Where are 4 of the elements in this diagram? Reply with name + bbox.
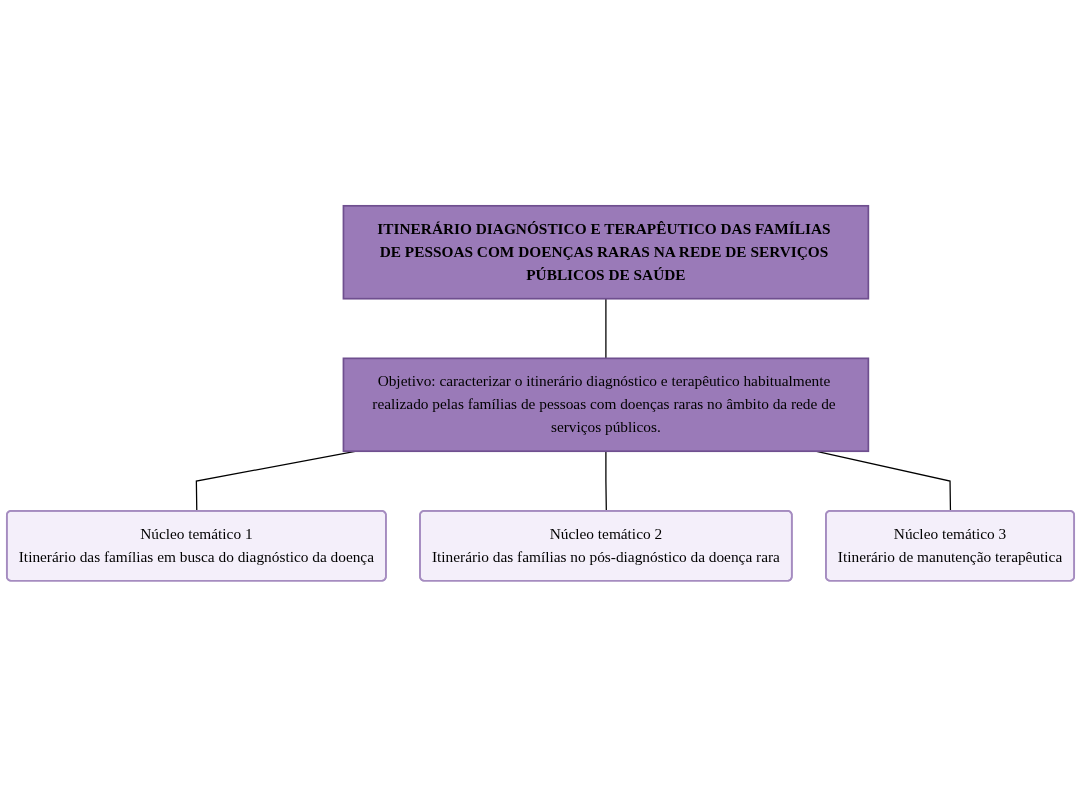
connector bbox=[605, 450, 607, 512]
node-box: ITINERÁRIO DIAGNÓSTICO E TERAPÊUTICO DAS FAMÍLIAS DE PESSOAS COM DOENÇAS RARAS NA REDE DE SERVIÇOS PÚBLICOS DE SAÚDE bbox=[342, 204, 870, 300]
node-box: Objetivo: caracterizar o itinerário diagnóstico e terapêutico habitualmente realizado pelas famílias de pessoas com doenças raras no âmbito da rede de serviços públicos. bbox=[342, 357, 870, 452]
connector bbox=[605, 297, 607, 359]
